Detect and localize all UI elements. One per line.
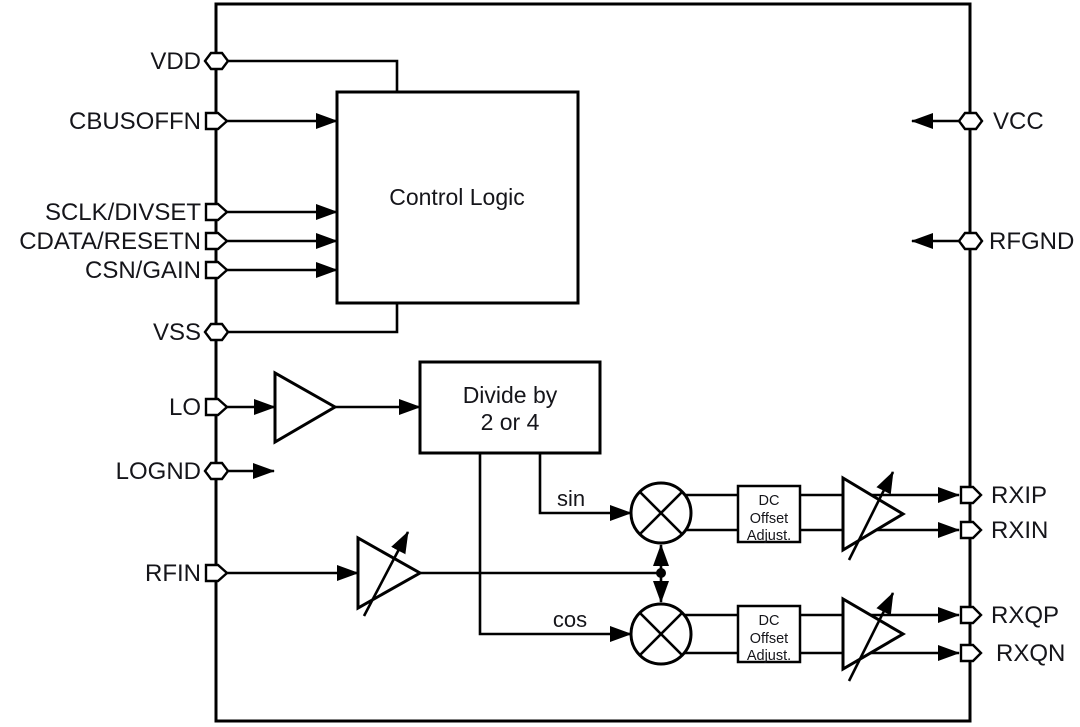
divider-label-line2: 2 or 4 [481,409,540,435]
control-logic-label: Control Logic [389,184,525,210]
pin-vcc-label: VCC [993,108,1044,135]
pin-cdata-resetn: CDATA/RESETN [19,228,229,255]
pin-rfgnd: RFGND [957,228,1074,255]
dc-offset-i-label-line3: Adjust. [747,528,791,544]
pin-cbusoffn-label: CBUSOFFN [69,108,201,135]
pin-rxqp: RXQP [959,602,1059,629]
pin-csn-gain-label: CSN/GAIN [85,257,201,284]
amplifiers [273,370,906,682]
pin-vdd: VDD [150,48,230,75]
pin-csn-gain: CSN/GAIN [85,257,229,284]
sin-label: sin [557,486,585,511]
dc-offset-i-label-line2: Offset [750,511,788,527]
divider-label-line1: Divide by [463,382,558,408]
pin-lo: LO [169,394,229,421]
cos-path-arrow [478,453,632,642]
pin-rxip-label: RXIP [991,482,1047,509]
mixer-q [629,602,693,666]
pin-sclk-divset-label: SCLK/DIVSET [45,199,201,226]
cos-label: cos [553,607,587,632]
control-logic-box [335,90,580,305]
pin-lognd: LOGND [116,458,230,485]
lo-buffer-amp-triangle [273,370,339,445]
mixer-q-x-line [639,612,683,656]
rf-vga-gain-arrow [362,531,410,617]
pins-right: VCC RFGND RXIP RXIN RXQP RXQN [957,108,1074,667]
vss-wire [227,303,399,334]
vdd-wire [227,59,399,92]
pin-rxin-label: RXIN [991,517,1048,544]
dc-offset-adjust-i-box [736,484,802,544]
pin-rfin-label: RFIN [145,560,201,587]
pin-rfgnd-label: RFGND [989,228,1074,255]
pin-lognd-label: LOGND [116,458,201,485]
i-vga-gain-arrow [847,471,895,561]
sin-path-arrow [538,453,632,521]
rf-junction-dot [656,568,666,578]
pin-rxqn-label: RXQN [996,640,1065,667]
pins-left: VDD CBUSOFFN SCLK/DIVSET CDATA/RESETN CS… [19,48,230,587]
pin-vdd-label: VDD [150,48,201,75]
mixer-i-x-line [639,491,683,535]
dc-offset-i-label-line1: DC [759,493,780,509]
mixer-i [629,481,693,545]
dc-offset-q-label-line2: Offset [750,631,788,647]
pin-cdata-resetn-label: CDATA/RESETN [19,228,201,255]
pin-rfin: RFIN [145,560,229,587]
chip-outline [214,2,972,723]
pin-rxin: RXIN [959,517,1048,544]
dc-offset-adjust-q-box [736,604,802,664]
pin-rxqn: RXQN [959,640,1065,667]
pin-rxqp-label: RXQP [991,602,1059,629]
divider-box [418,360,602,455]
pin-vss-label: VSS [153,319,201,346]
dc-offset-q-label-line1: DC [759,613,780,629]
pin-cbusoffn: CBUSOFFN [69,108,229,135]
pin-lo-label: LO [169,394,201,421]
pin-vcc: VCC [957,108,1044,135]
pin-vss: VSS [153,319,230,346]
rf-vga-triangle [356,535,424,611]
pin-rxip: RXIP [959,482,1047,509]
pin-sclk-divset: SCLK/DIVSET [45,199,229,226]
q-vga-gain-arrow [847,592,895,682]
dc-offset-q-label-line3: Adjust. [747,648,791,664]
